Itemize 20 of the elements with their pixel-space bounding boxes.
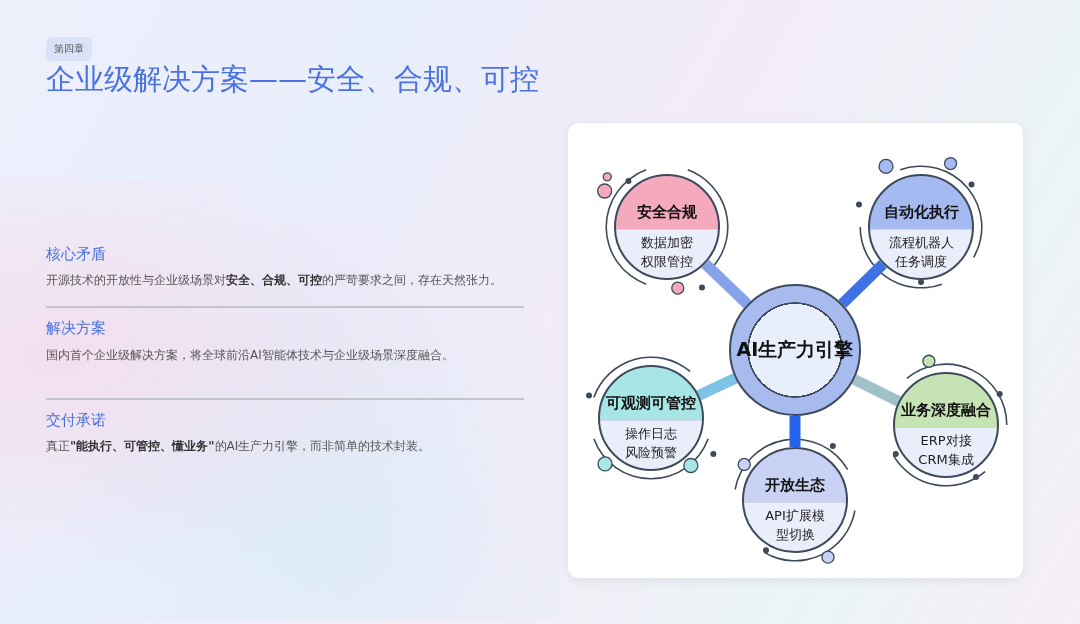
connector-bar — [696, 373, 738, 401]
circle-heading: 开放生态 — [765, 476, 825, 496]
connector-bar — [851, 374, 901, 407]
paragraph: 开源技术的开放性与企业级场景对安全、合规、可控的严苛要求之间，存在天然张力。 — [46, 272, 503, 289]
section-heading: 解决方案 — [46, 319, 106, 337]
chapter-tag: 第四章 — [46, 37, 92, 61]
circle-heading: 安全合规 — [637, 203, 697, 223]
circle-text: 数据加密权限管控 — [640, 234, 694, 271]
paragraph: 真正"能执行、可管控、懂业务"的AI生产力引擎，而非简单的技术封装。 — [46, 438, 432, 455]
circle-text: 流程机器人任务调度 — [887, 234, 955, 271]
circle-heading: 可观测可管控 — [606, 394, 696, 414]
circle-heading: 业务深度融合 — [901, 401, 991, 421]
paragraph: 国内首个企业级解决方案，将全球前沿AI智能体技术与企业级场景深度融合。 — [46, 347, 455, 364]
circle-heading: 自动化执行 — [883, 203, 959, 223]
page-title: 企业级解决方案——安全、合规、可控 — [46, 61, 539, 98]
circle-text: API扩展模型切换 — [765, 507, 825, 544]
section-heading: 核心矛盾 — [46, 245, 106, 263]
circle-text: ERP对接CRM集成 — [917, 432, 975, 469]
section-heading: 交付承诺 — [46, 411, 106, 429]
circle-text: 操作日志风险预警 — [624, 425, 678, 462]
